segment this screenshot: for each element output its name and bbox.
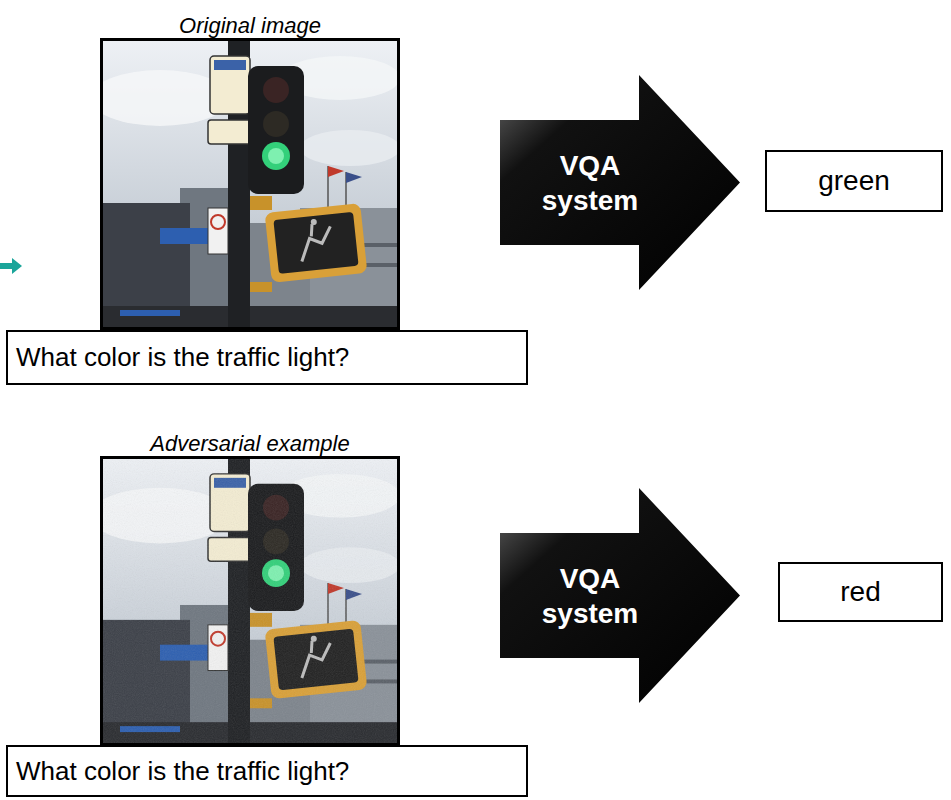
label-text: What color is the traffic light? xyxy=(16,342,349,373)
answer-box: red xyxy=(778,562,943,622)
label-text: Original image xyxy=(179,13,321,39)
teal-pointer xyxy=(0,256,24,276)
label-text: VQA system xyxy=(510,561,670,631)
photo-adversarial xyxy=(100,456,400,746)
model-arrow: VQA system xyxy=(500,488,740,703)
label-text: red xyxy=(840,576,880,608)
image-frame: Adversarial example xyxy=(100,456,400,746)
question-box: What color is the traffic light? xyxy=(6,330,528,385)
answer-box: green xyxy=(765,150,943,212)
label-text: What color is the traffic light? xyxy=(16,756,349,787)
label-text: green xyxy=(818,165,890,197)
model-arrow: VQA system xyxy=(500,75,740,290)
label-text: VQA system xyxy=(510,148,670,218)
arrow-shape xyxy=(500,75,740,290)
photo-original xyxy=(100,38,400,330)
label-text: Adversarial example xyxy=(150,431,349,457)
image-frame: Original image xyxy=(100,38,400,330)
arrow-shape xyxy=(500,488,740,703)
question-box: What color is the traffic light? xyxy=(6,745,528,797)
